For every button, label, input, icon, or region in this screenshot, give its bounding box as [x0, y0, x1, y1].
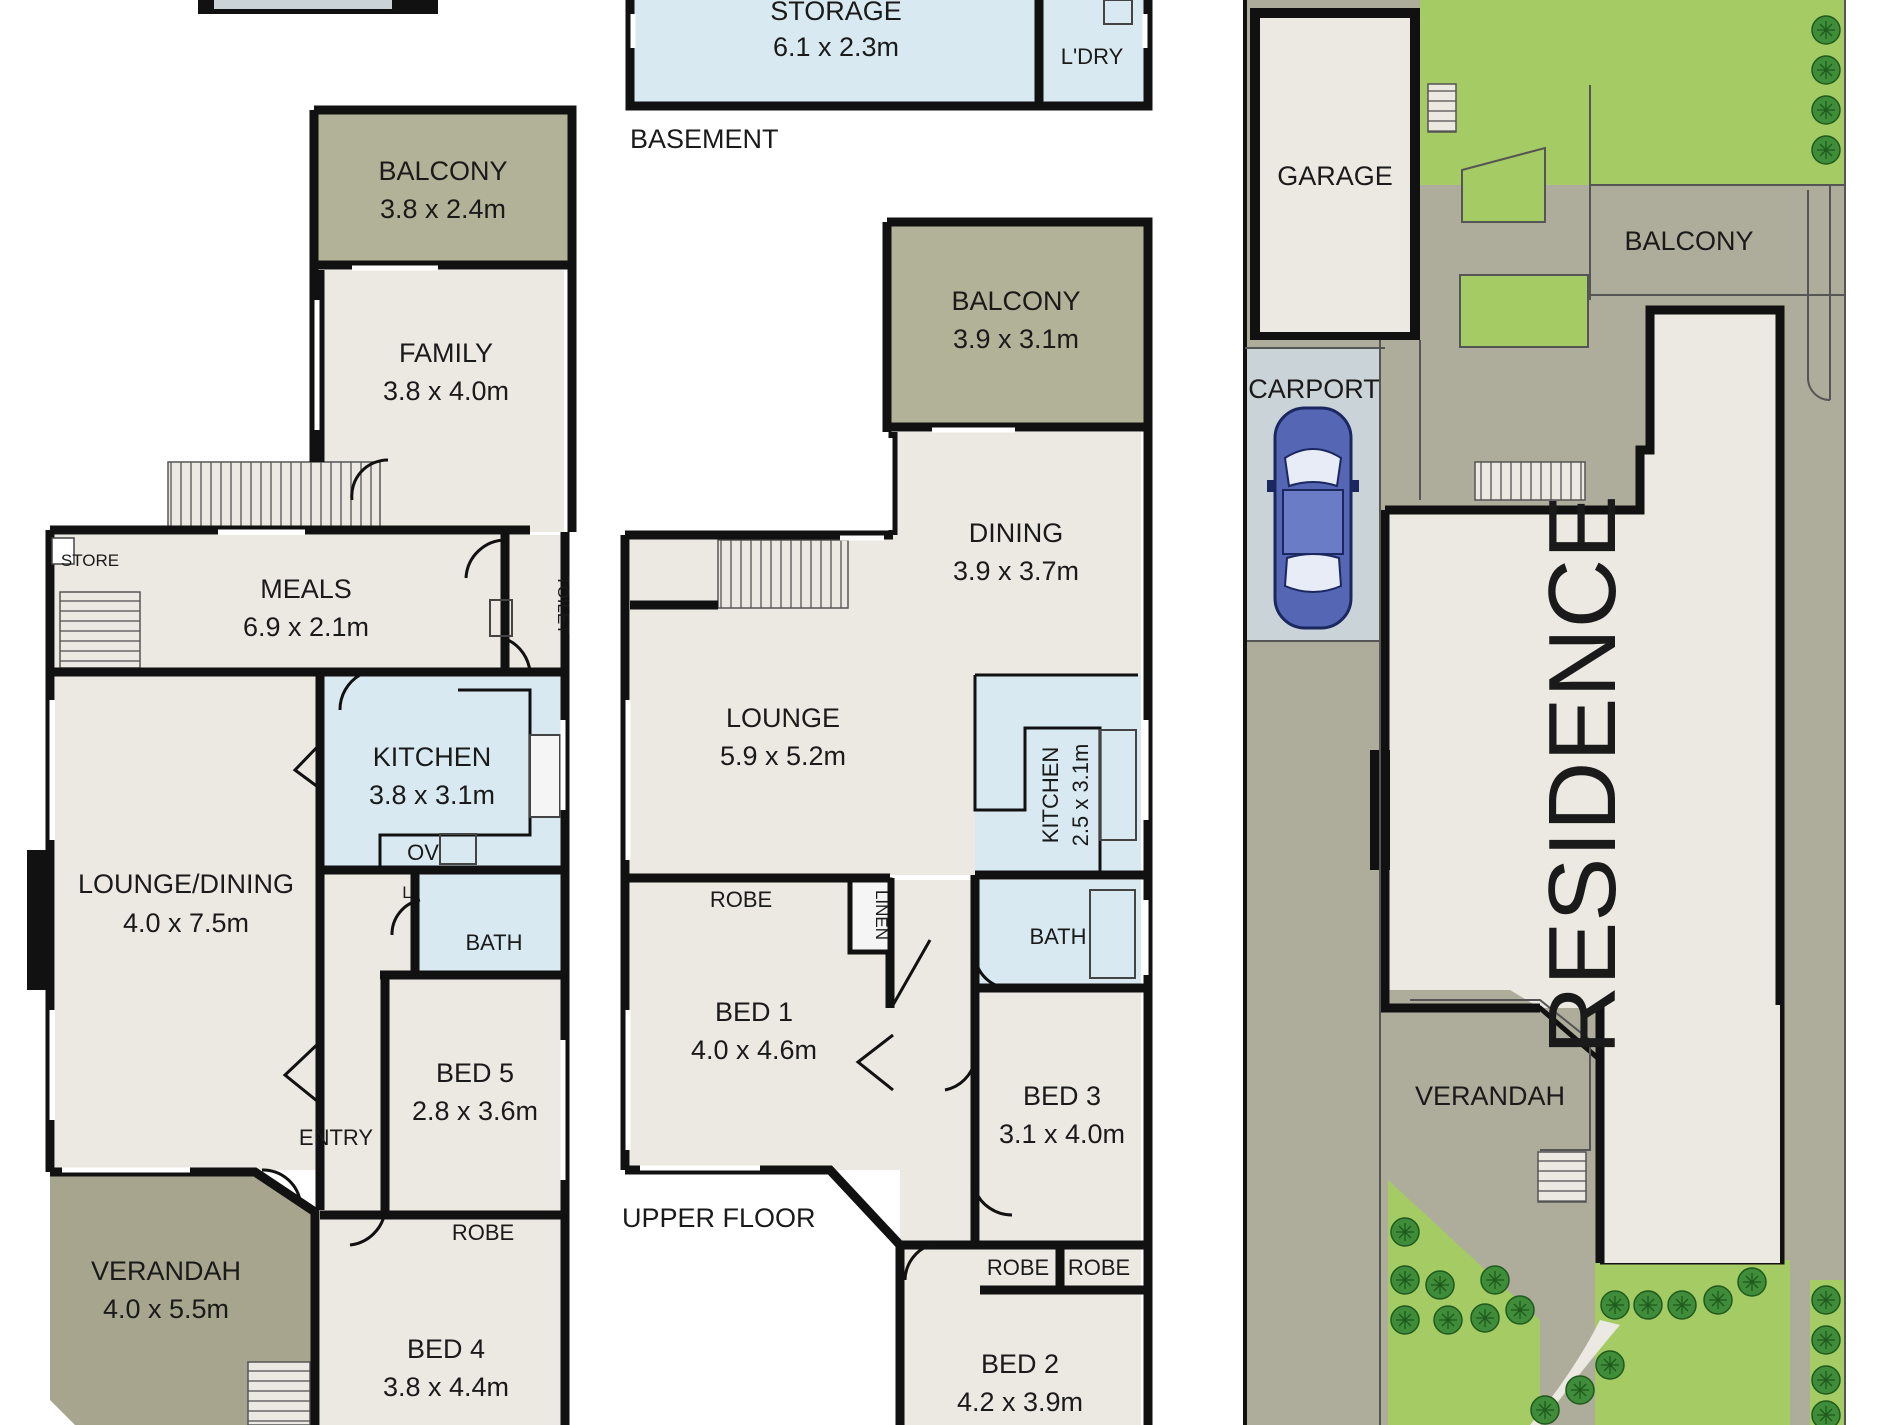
bed5-label: BED 5: [436, 1058, 514, 1088]
storage-label: STORAGE: [770, 0, 902, 26]
bed1-label: BED 1: [715, 997, 793, 1027]
garage-label: GARAGE: [1277, 161, 1393, 191]
gf-balcony-label: BALCONY: [378, 156, 507, 186]
laundry-label: L'DRY: [1061, 44, 1124, 69]
uf-kitchen-label: KITCHEN: [1038, 747, 1063, 844]
gf-balcony-dims: 3.8 x 2.4m: [380, 194, 506, 224]
bed4-dims: 3.8 x 4.4m: [383, 1372, 509, 1402]
uf-bath-label: BATH: [1029, 924, 1086, 949]
entry-label: ENTRY: [299, 1125, 373, 1150]
dining-dims: 3.9 x 3.7m: [953, 556, 1079, 586]
gf-kitchen-label: KITCHEN: [373, 742, 492, 772]
uf-balcony-label: BALCONY: [951, 286, 1080, 316]
oven-label: OV: [407, 840, 439, 865]
bed3-dims: 3.1 x 4.0m: [999, 1119, 1125, 1149]
lounge-dining-label: LOUNGE/DINING: [78, 869, 294, 899]
basement-plan: STORAGE 6.1 x 2.3m L'DRY BASEMENT: [625, 0, 1153, 154]
lounge-dims: 5.9 x 5.2m: [720, 741, 846, 771]
bed5-dims: 2.8 x 3.6m: [412, 1096, 538, 1126]
top-fragment: [198, 0, 438, 14]
upper-floor-plan: BALCONY 3.9 x 3.1m DINING 3.9 x 3.7m LOU…: [620, 217, 1153, 1425]
basement-title: BASEMENT: [630, 124, 779, 154]
linen-label: LINEN: [872, 890, 891, 940]
toilet-label: TOILET: [554, 575, 573, 634]
uf-kitchen-dims: 2.5 x 3.1m: [1068, 744, 1093, 847]
residence-label: RESIDENCE: [1529, 495, 1636, 1055]
ground-floor-plan: BALCONY 3.8 x 2.4m FAMILY 3.8 x 4.0m STO…: [27, 105, 577, 1425]
bed3-label: BED 3: [1023, 1081, 1101, 1111]
storage-dims: 6.1 x 2.3m: [773, 32, 899, 62]
gf-kitchen-dims: 3.8 x 3.1m: [369, 780, 495, 810]
bed2-label: BED 2: [981, 1349, 1059, 1379]
meals-label: MEALS: [260, 574, 352, 604]
carport-label: CARPORT: [1248, 374, 1380, 404]
lounge-dining-dims: 4.0 x 7.5m: [123, 908, 249, 938]
gf-verandah-label: VERANDAH: [91, 1256, 241, 1286]
car-icon: [1267, 406, 1359, 630]
lounge-label: LOUNGE: [726, 703, 840, 733]
linen-small-label: L: [402, 883, 411, 902]
robe-a-label: ROBE: [987, 1255, 1049, 1280]
gf-bath-label: BATH: [465, 930, 522, 955]
gf-verandah-dims: 4.0 x 5.5m: [103, 1294, 229, 1324]
uf-balcony-dims: 3.9 x 3.1m: [953, 324, 1079, 354]
dining-label: DINING: [969, 518, 1064, 548]
robe-b-label: ROBE: [1068, 1255, 1130, 1280]
site-verandah-label: VERANDAH: [1415, 1081, 1565, 1111]
bed4-label: BED 4: [407, 1334, 485, 1364]
bed1-dims: 4.0 x 4.6m: [691, 1035, 817, 1065]
site-plan: GARAGE CARPORT BALCONY RESIDENCE VERANDA…: [1243, 0, 1846, 1425]
family-dims: 3.8 x 4.0m: [383, 376, 509, 406]
uf-robe-label: ROBE: [710, 887, 772, 912]
bed2-dims: 4.2 x 3.9m: [957, 1387, 1083, 1417]
family-label: FAMILY: [399, 338, 493, 368]
store-label: STORE: [61, 551, 119, 570]
site-balcony-label: BALCONY: [1624, 226, 1753, 256]
meals-dims: 6.9 x 2.1m: [243, 612, 369, 642]
gf-robe-label: ROBE: [452, 1220, 514, 1245]
upper-floor-title: UPPER FLOOR: [622, 1203, 816, 1233]
